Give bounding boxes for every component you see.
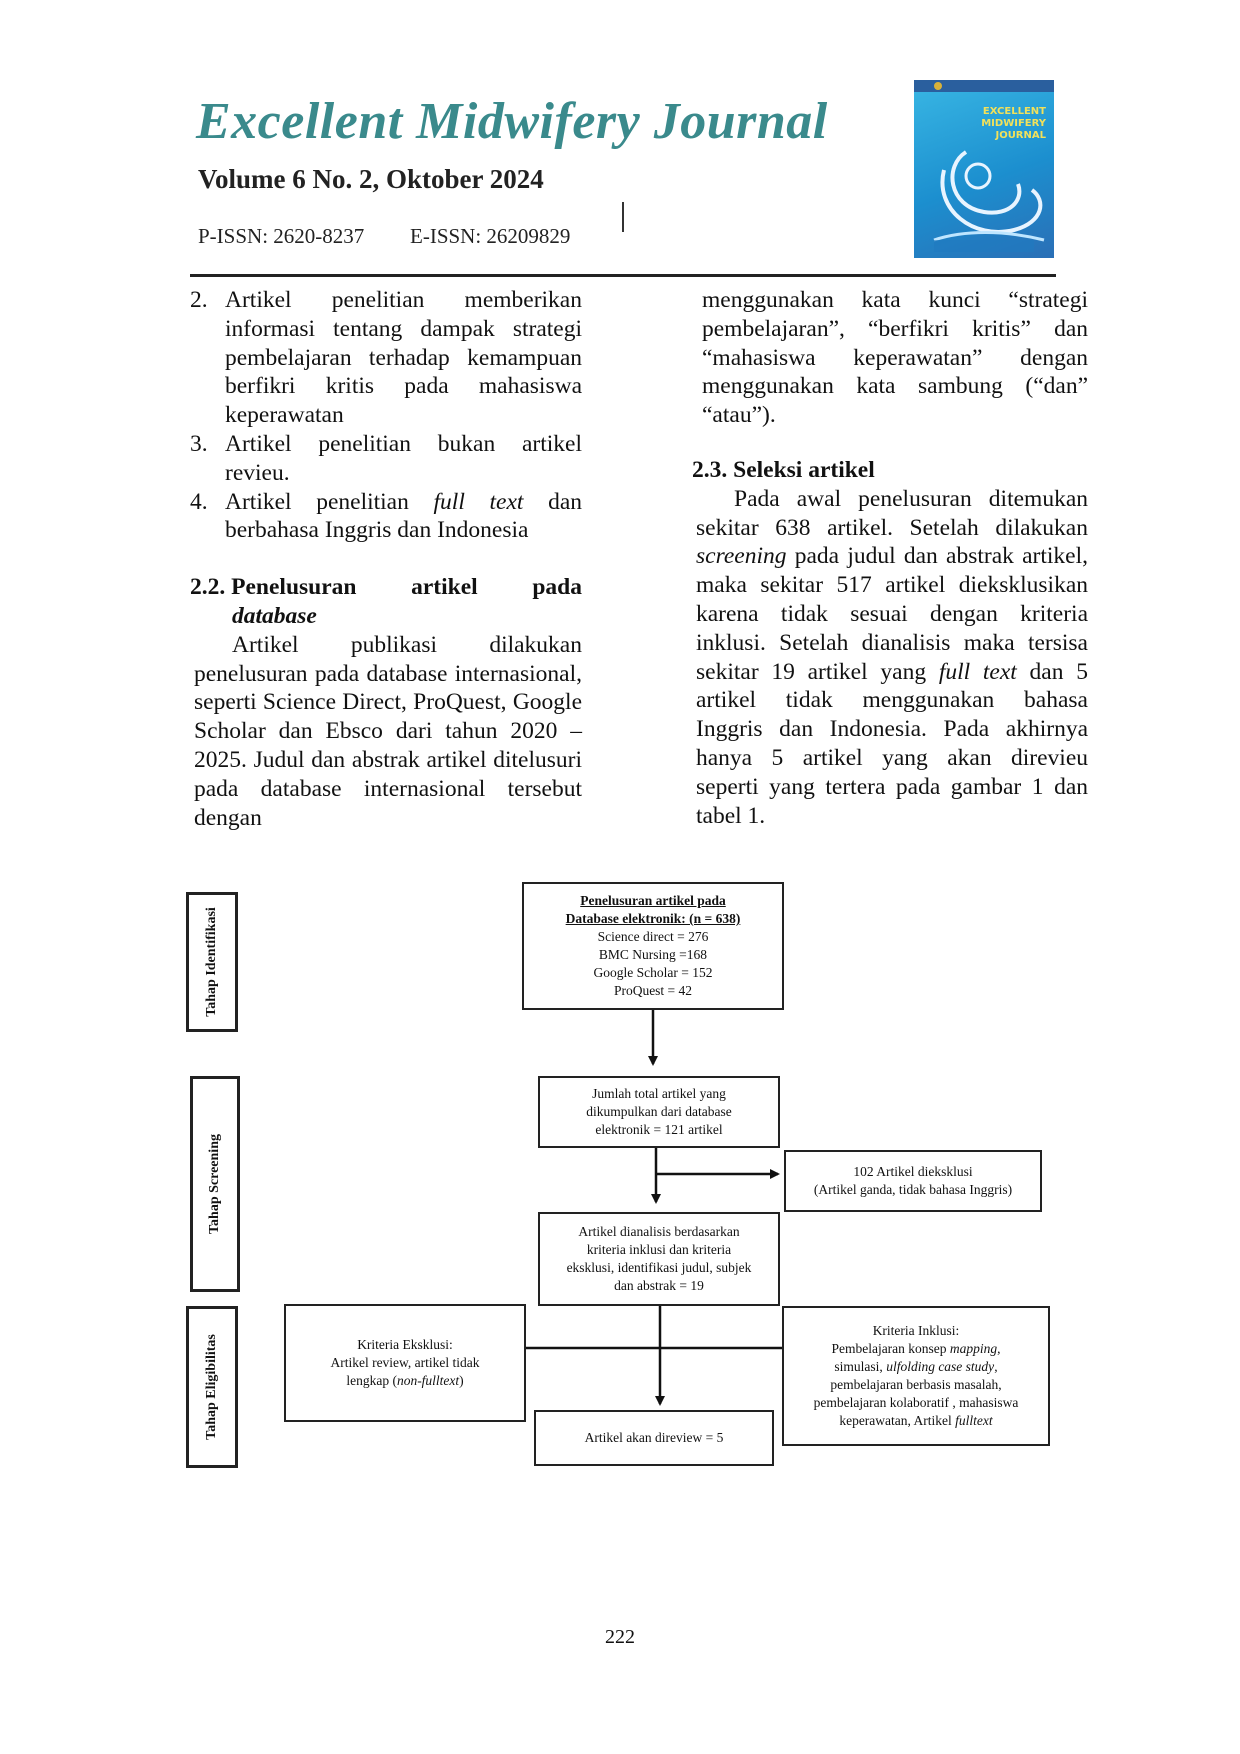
stage-label: Tahap Identifikasi: [204, 907, 219, 1017]
box-line-part: simulasi,: [834, 1359, 887, 1374]
box-line: Google Scholar = 152: [593, 965, 713, 980]
box-title: Database elektronik: (n = 638): [565, 911, 741, 926]
paragraph-part: pada judul dan abstrak artikel, maka sek…: [696, 543, 1088, 685]
box-title: Penelusuran artikel pada: [580, 893, 726, 908]
box-line-emphasis: mapping: [949, 1341, 998, 1356]
box-line: 102 Artikel dieksklusi: [853, 1164, 973, 1179]
e-issn: E-ISSN: 26209829: [410, 224, 571, 248]
list-text: Artikel penelitian memberikan informasi …: [225, 287, 582, 429]
box-line: Pembelajaran konsep mapping,: [831, 1340, 1000, 1358]
box-analyzed: Artikel dianalisis berdasarkan kriteria …: [538, 1212, 780, 1306]
box-line-part: Pembelajaran konsep: [831, 1341, 950, 1356]
journal-cover-image: EXCELLENT MIDWIFERY JOURNAL: [914, 80, 1054, 258]
mother-child-logo-icon: [914, 80, 1054, 252]
box-line: Kriteria Inklusi:: [872, 1323, 960, 1338]
box-line: Artikel akan direview = 5: [584, 1430, 724, 1445]
header-rule: [190, 274, 1056, 277]
list-text: Artikel penelitian bukan artikel revieu.: [225, 430, 582, 486]
list-number: 4.: [190, 488, 208, 515]
header-divider-tick: [622, 202, 624, 232]
box-line: lengkap (non-fulltext): [346, 1372, 463, 1390]
box-line: elektronik = 121 artikel: [595, 1122, 723, 1137]
box-database-search: Penelusuran artikel pada Database elektr…: [522, 882, 784, 1010]
box-line: kriteria inklusi dan kriteria: [586, 1242, 732, 1257]
box-line-emphasis: non-fulltext: [396, 1373, 460, 1388]
box-line: simulasi, ulfolding case study,: [834, 1358, 997, 1376]
box-total-collected: Jumlah total artikel yang dikumpulkan da…: [538, 1076, 780, 1148]
stage-label: Tahap Eligibilitas: [204, 1334, 219, 1440]
box-line: Jumlah total artikel yang: [592, 1086, 726, 1101]
box-line: Artikel dianalisis berdasarkan: [578, 1224, 740, 1239]
paragraph-emphasis: screening: [696, 543, 787, 570]
paragraph-part: dan 5 artikel tidak menggunakan bahasa I…: [696, 658, 1088, 829]
box-line: Science direct = 276: [597, 929, 709, 944]
box-line: ProQuest = 42: [613, 983, 693, 998]
box-line: dikumpulkan dari database: [586, 1104, 732, 1119]
list-number: 2.: [190, 287, 208, 313]
box-line: dan abstrak = 19: [614, 1278, 704, 1293]
box-exclusion-criteria: Kriteria Eksklusi: Artikel review, artik…: [284, 1304, 526, 1422]
list-text-part: Artikel penelitian: [225, 488, 434, 515]
paragraph: Artikel publikasi dilakukan penelusuran …: [194, 631, 582, 831]
journal-title: Excellent Midwifery Journal: [196, 93, 828, 150]
list-text-emphasis: full text: [433, 488, 524, 515]
box-line: (Artikel ganda, tidak bahasa Inggris): [813, 1182, 1013, 1197]
list-item: 4. Artikel penelitian full text dan berb…: [190, 488, 582, 546]
heading-word: artikel: [411, 574, 478, 601]
list-item: 2. Artikel penelitian memberikan informa…: [190, 286, 582, 430]
box-line: BMC Nursing =168: [598, 947, 708, 962]
box-line: keperawatan, Artikel fulltext: [839, 1412, 992, 1430]
right-column: menggunakan kata kunci “strategi pembela…: [692, 286, 1088, 831]
heading-num: 2.2.: [190, 574, 226, 601]
left-column: 2. Artikel penelitian memberikan informa…: [190, 286, 582, 832]
cover-title-text: EXCELLENT MIDWIFERY JOURNAL: [981, 106, 1046, 141]
box-line-emphasis: fulltext: [955, 1413, 993, 1428]
journal-volume: Volume 6 No. 2, Oktober 2024: [198, 164, 544, 194]
box-line-part: ,: [997, 1341, 1001, 1356]
section-heading-2-3: 2.3. Seleksi artikel: [692, 456, 875, 483]
stage-label: Tahap Screening: [207, 1134, 222, 1234]
list-text: Artikel penelitian full text dan berbaha…: [225, 488, 582, 546]
box-line-part: ): [459, 1373, 464, 1388]
box-line: Kriteria Eksklusi:: [357, 1337, 453, 1352]
box-excluded: 102 Artikel dieksklusi (Artikel ganda, t…: [784, 1150, 1042, 1212]
list-number: 3.: [190, 430, 208, 457]
box-line-part: lengkap (: [346, 1373, 397, 1388]
paragraph-emphasis: full text: [938, 658, 1017, 685]
box-inclusion-criteria: Kriteria Inklusi: Pembelajaran konsep ma…: [782, 1306, 1050, 1446]
box-line: Artikel review, artikel tidak: [330, 1355, 480, 1370]
box-line: pembelajaran berbasis masalah,: [830, 1377, 1002, 1392]
box-final-reviewed: Artikel akan direview = 5: [534, 1410, 774, 1466]
stage-eligibility: Tahap Eligibilitas: [186, 1306, 238, 1468]
box-line-part: ,: [994, 1359, 998, 1374]
list-item: 3. Artikel penelitian bukan artikel revi…: [190, 430, 582, 488]
paragraph-part: Pada awal penelusuran ditemukan sekitar …: [696, 485, 1088, 541]
heading-word: pada: [532, 574, 582, 601]
stage-screening: Tahap Screening: [190, 1076, 240, 1292]
box-line-part: keperawatan, Artikel: [839, 1413, 956, 1428]
page-number: 222: [605, 1626, 635, 1648]
section-heading-number: 2.2. Penelusuran: [190, 573, 356, 602]
box-line: pembelajaran kolaboratif , mahasiswa: [813, 1395, 1019, 1410]
box-line-emphasis: ulfolding case study: [886, 1359, 995, 1374]
box-line: eksklusi, identifikasi judul, subjek: [566, 1260, 752, 1275]
paragraph: Pada awal penelusuran ditemukan sekitar …: [696, 485, 1088, 831]
paragraph-continued: menggunakan kata kunci “strategi pembela…: [702, 287, 1088, 429]
heading-word: Penelusuran: [231, 574, 357, 601]
p-issn: P-ISSN: 2620-8237: [198, 224, 365, 248]
list-text-part: dan berbahasa Inggris dan Indonesia: [225, 488, 582, 544]
heading-italic-word: database: [232, 602, 317, 629]
section-heading-2-2: 2.2. Penelusuran artikel pada database: [190, 573, 582, 631]
stage-identification: Tahap Identifikasi: [186, 892, 238, 1032]
